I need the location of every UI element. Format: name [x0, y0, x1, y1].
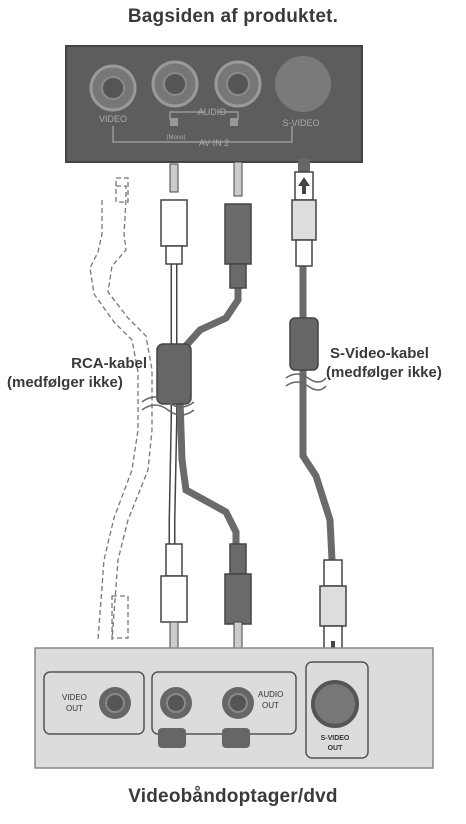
rca-cable-label-line2: (medfølger ikke) [7, 374, 123, 391]
audio-in-label: AUDIO [198, 107, 227, 117]
s-video-cable-label-line2: (medfølger ikke) [326, 364, 442, 381]
video-out-label-line1: VIDEO [62, 693, 87, 702]
s-video-out-label-line2: OUT [328, 745, 344, 752]
s-video-in-jack [275, 56, 331, 112]
video-in-label: VIDEO [99, 114, 127, 124]
s-video-cable [289, 158, 347, 686]
s-video-in-label: S-VIDEO [282, 118, 319, 128]
s-video-ferrite-core [289, 317, 319, 371]
av-in-label: AV IN 2 [199, 138, 229, 148]
s-video-cable-label-line1: S-Video-kabel [330, 345, 429, 362]
audio-in-jack-left [151, 60, 199, 108]
dashed-alternate-cable [89, 177, 153, 641]
video-out-label-line2: OUT [66, 704, 83, 713]
s-video-cable-label: S-Video-kabel (medfølger ikke) [326, 344, 446, 382]
bottom-caption: Videobåndoptager/dvd [128, 786, 338, 807]
top-caption: Bagsiden af produktet. [127, 6, 339, 27]
s-video-out-label-line1: S-VIDEO [321, 735, 350, 742]
audio-in-jack-right [214, 60, 262, 108]
video-in-jack [89, 64, 137, 112]
audio-out-label-line1: AUDIO [258, 690, 283, 699]
cable-break-marks [141, 373, 327, 416]
dark-rca-cable [176, 161, 252, 688]
mono-label: (Mono) [166, 135, 185, 141]
product-rear-panel: VIDEO AUDIO (Mono) AV IN 2 S-VIDEO [65, 45, 363, 163]
audio-out-label-line2: OUT [262, 701, 279, 710]
video-device-panel: VIDEO OUT AUDIO OUT S-VIDEO OUT [34, 647, 434, 769]
arrow-up-icon [298, 177, 310, 194]
rca-ferrite-core [156, 343, 192, 405]
rca-cable-label: RCA-kabel (medfølger ikke) [7, 354, 153, 392]
rca-cable-label-line1: RCA-kabel [71, 355, 147, 372]
